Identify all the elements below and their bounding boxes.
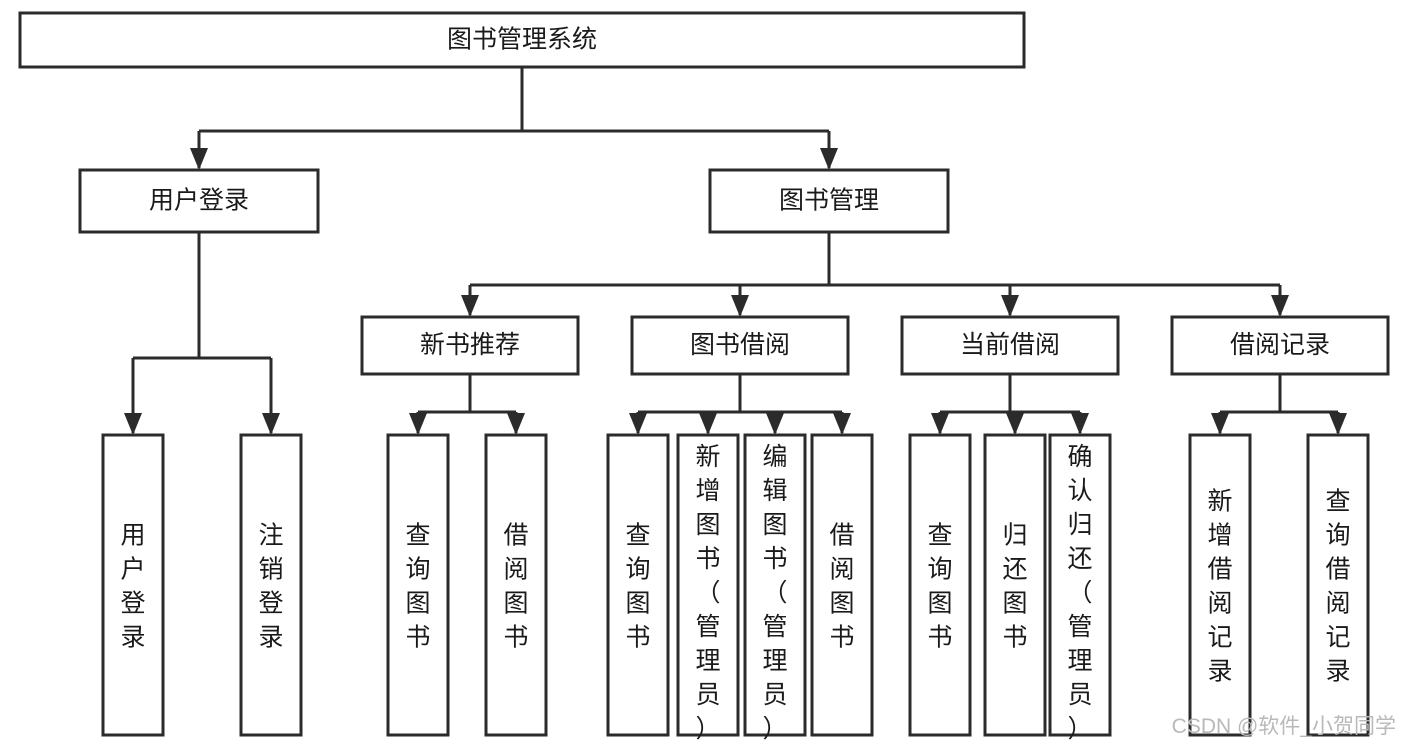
arrow-head-icon (507, 413, 525, 435)
node-label: 查询图书 (625, 522, 650, 652)
node-box[interactable] (239, 433, 303, 737)
node-label: 图书借阅 (690, 331, 790, 359)
node-box[interactable] (1306, 433, 1370, 737)
node-leaf-edit-book[interactable]: 编辑图书（管理员） (743, 433, 807, 743)
node-user-login[interactable]: 用户登录 (78, 168, 320, 234)
node-label: 新增图书（管理员） (695, 443, 720, 743)
arrow-head-icon (1006, 413, 1024, 435)
node-label: 图书管理 (779, 187, 879, 215)
node-book-admin[interactable]: 图书管理 (708, 168, 950, 234)
node-box[interactable] (983, 433, 1047, 737)
connector-group-user-login (124, 232, 280, 435)
node-root[interactable]: 图书管理系统 (18, 11, 1026, 69)
node-leaf-user-logout[interactable]: 注销登录 (239, 433, 303, 737)
node-box[interactable] (484, 433, 548, 737)
arrow-head-icon (833, 413, 851, 435)
node-leaf-query-book-1[interactable]: 查询图书 (386, 433, 450, 737)
node-leaf-query-record[interactable]: 查询借阅记录 (1306, 433, 1370, 737)
node-label: 查询借阅记录 (1325, 488, 1350, 686)
arrow-head-icon (1001, 295, 1019, 317)
node-label: 确认归还（管理员） (1067, 443, 1092, 743)
arrow-head-icon (124, 413, 142, 435)
node-label: 新增借阅记录 (1207, 488, 1232, 686)
node-box[interactable] (676, 433, 740, 737)
node-box[interactable] (606, 433, 670, 737)
arrow-head-icon (1211, 413, 1229, 435)
node-new-book-rec[interactable]: 新书推荐 (360, 315, 580, 376)
node-box[interactable] (1188, 433, 1252, 737)
node-box[interactable] (630, 315, 850, 376)
node-label: 用户登录 (120, 522, 145, 652)
node-label: 借阅图书 (503, 522, 528, 652)
node-box[interactable] (1048, 433, 1112, 737)
node-leaf-borrow-book-1[interactable]: 借阅图书 (484, 433, 548, 737)
node-box[interactable] (810, 433, 874, 737)
node-label: 借阅记录 (1230, 331, 1330, 359)
node-box[interactable] (1170, 315, 1390, 376)
node-label: 查询图书 (927, 522, 952, 652)
node-box[interactable] (708, 168, 950, 234)
nodes-layer: 图书管理系统用户登录图书管理新书推荐图书借阅当前借阅借阅记录用户登录注销登录查询… (18, 11, 1390, 743)
node-box[interactable] (386, 433, 450, 737)
node-book-borrow[interactable]: 图书借阅 (630, 315, 850, 376)
connector-group-new-book-rec (409, 374, 525, 435)
arrow-head-icon (1329, 413, 1347, 435)
arrow-head-icon (820, 148, 838, 170)
arrow-head-icon (190, 148, 208, 170)
arrow-head-icon (1071, 413, 1089, 435)
node-leaf-borrow-book-2[interactable]: 借阅图书 (810, 433, 874, 737)
node-box[interactable] (360, 315, 580, 376)
node-label: 注销登录 (258, 522, 283, 652)
node-leaf-query-book-3[interactable]: 查询图书 (908, 433, 972, 737)
arrow-head-icon (629, 413, 647, 435)
node-label: 新书推荐 (420, 331, 520, 359)
arrow-head-icon (461, 295, 479, 317)
node-label: 查询图书 (405, 522, 430, 652)
connector-group-current-borrow (931, 374, 1089, 435)
node-label: 借阅图书 (829, 522, 854, 652)
csdn-watermark: CSDN @软件_小贺同学 (1172, 715, 1396, 738)
node-box[interactable] (18, 11, 1026, 69)
node-label: 归还图书 (1002, 522, 1027, 652)
arrow-head-icon (409, 413, 427, 435)
arrow-head-icon (262, 413, 280, 435)
node-leaf-return-book[interactable]: 归还图书 (983, 433, 1047, 737)
connector-group-book-admin (461, 232, 1289, 317)
node-current-borrow[interactable]: 当前借阅 (900, 315, 1120, 376)
connector-group-borrow-record (1211, 374, 1347, 435)
node-box[interactable] (78, 168, 320, 234)
arrow-head-icon (731, 295, 749, 317)
node-label: 编辑图书（管理员） (762, 443, 787, 743)
node-leaf-confirm-return[interactable]: 确认归还（管理员） (1048, 433, 1112, 743)
node-borrow-record[interactable]: 借阅记录 (1170, 315, 1390, 376)
node-leaf-user-login[interactable]: 用户登录 (101, 433, 165, 737)
node-box[interactable] (743, 433, 807, 737)
arrow-head-icon (766, 413, 784, 435)
arrow-head-icon (1271, 295, 1289, 317)
edges-layer (124, 67, 1347, 435)
node-box[interactable] (101, 433, 165, 737)
connector-group-book-borrow (629, 374, 851, 435)
node-leaf-query-book-2[interactable]: 查询图书 (606, 433, 670, 737)
arrow-head-icon (699, 413, 717, 435)
node-label: 用户登录 (149, 187, 249, 215)
node-label: 当前借阅 (960, 331, 1060, 359)
node-leaf-add-book[interactable]: 新增图书（管理员） (676, 433, 740, 743)
node-box[interactable] (908, 433, 972, 737)
arrow-head-icon (931, 413, 949, 435)
connector-group-root (190, 67, 838, 170)
node-box[interactable] (900, 315, 1120, 376)
node-label: 图书管理系统 (447, 26, 597, 54)
node-leaf-add-record[interactable]: 新增借阅记录 (1188, 433, 1252, 737)
